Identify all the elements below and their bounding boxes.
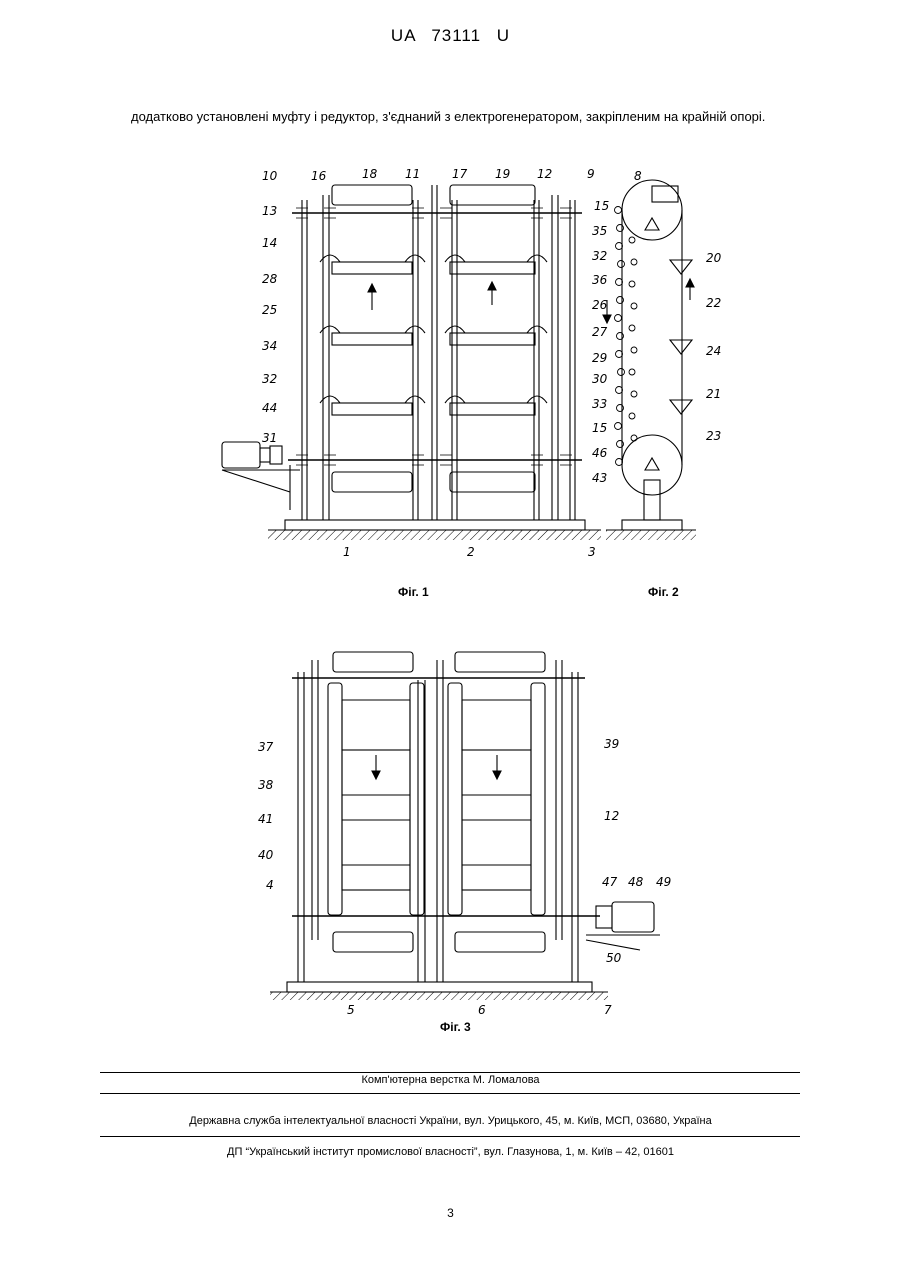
fig3-label: 39 [604, 737, 619, 751]
fig1-label: 44 [262, 401, 277, 415]
fig1-label: 9 [587, 167, 595, 181]
fig3-label: 47 [602, 875, 618, 889]
fig1-label: 34 [262, 339, 277, 353]
figure-3 [270, 652, 660, 1000]
page-number: 3 [0, 1206, 901, 1220]
fig1-label: 16 [311, 169, 327, 183]
fig1-label: 3 [588, 545, 596, 559]
fig1-label: 14 [262, 236, 277, 250]
fig1-label: 12 [537, 167, 552, 181]
institute-address: ДП “Український інститут промислової вла… [0, 1146, 901, 1158]
fig1-label: 19 [495, 167, 510, 181]
fig2-label: 22 [706, 296, 721, 310]
fig1-label: 31 [262, 431, 277, 445]
fig1-label: 11 [405, 167, 420, 181]
fig3-label: 48 [628, 875, 644, 889]
fig3-label: 40 [258, 848, 274, 862]
fig1-label: 15 [592, 421, 607, 435]
fig1-label: 13 [262, 204, 277, 218]
fig1-label: 30 [592, 372, 608, 386]
fig1-label: 25 [262, 303, 277, 317]
fig3-label: 41 [258, 812, 273, 826]
fig3-label: 12 [604, 809, 619, 823]
fig1-label: 26 [592, 298, 608, 312]
fig1-label: 10 [262, 169, 278, 183]
fig1-label: 27 [592, 325, 608, 339]
fig3-label: 49 [656, 875, 671, 889]
footer-divider [100, 1136, 800, 1137]
fig2-label: 21 [706, 387, 721, 401]
footer-divider [100, 1093, 800, 1094]
fig3-label: 37 [258, 740, 274, 754]
footer-divider [100, 1072, 800, 1073]
figure-1-caption: Фіг. 1 [398, 585, 429, 599]
fig1-label: 46 [592, 446, 608, 460]
fig1-label: 33 [592, 397, 607, 411]
fig2-label: 23 [706, 429, 721, 443]
fig3-label: 4 [266, 878, 274, 892]
fig2-label: 24 [706, 344, 721, 358]
layout-credit: Комп'ютерна верстка М. Ломалова [0, 1074, 901, 1086]
fig1-label: 2 [467, 545, 475, 559]
figure-1 [222, 185, 601, 540]
fig1-label: 1 [343, 545, 351, 559]
fig1-label: 43 [592, 471, 607, 485]
fig1-label: 28 [262, 272, 278, 286]
fig2-label: 8 [634, 169, 642, 183]
office-address: Державна служба інтелектуальної власност… [0, 1115, 901, 1127]
fig3-label: 38 [258, 778, 274, 792]
fig1-label: 18 [362, 167, 378, 181]
fig3-label: 5 [347, 1003, 355, 1017]
fig1-label: 15 [594, 199, 609, 213]
fig3-label: 50 [606, 951, 622, 965]
fig1-label: 36 [592, 273, 608, 287]
fig1-label: 17 [452, 167, 468, 181]
fig1-label: 29 [592, 351, 607, 365]
fig2-label: 20 [706, 251, 722, 265]
figure-2-caption: Фіг. 2 [648, 585, 679, 599]
fig1-label: 32 [592, 249, 607, 263]
fig1-label: 32 [262, 372, 277, 386]
figure-3-caption: Фіг. 3 [440, 1020, 471, 1034]
fig3-label: 6 [478, 1003, 486, 1017]
figure-2 [603, 180, 696, 540]
fig1-label: 35 [592, 224, 607, 238]
fig3-label: 7 [604, 1003, 612, 1017]
